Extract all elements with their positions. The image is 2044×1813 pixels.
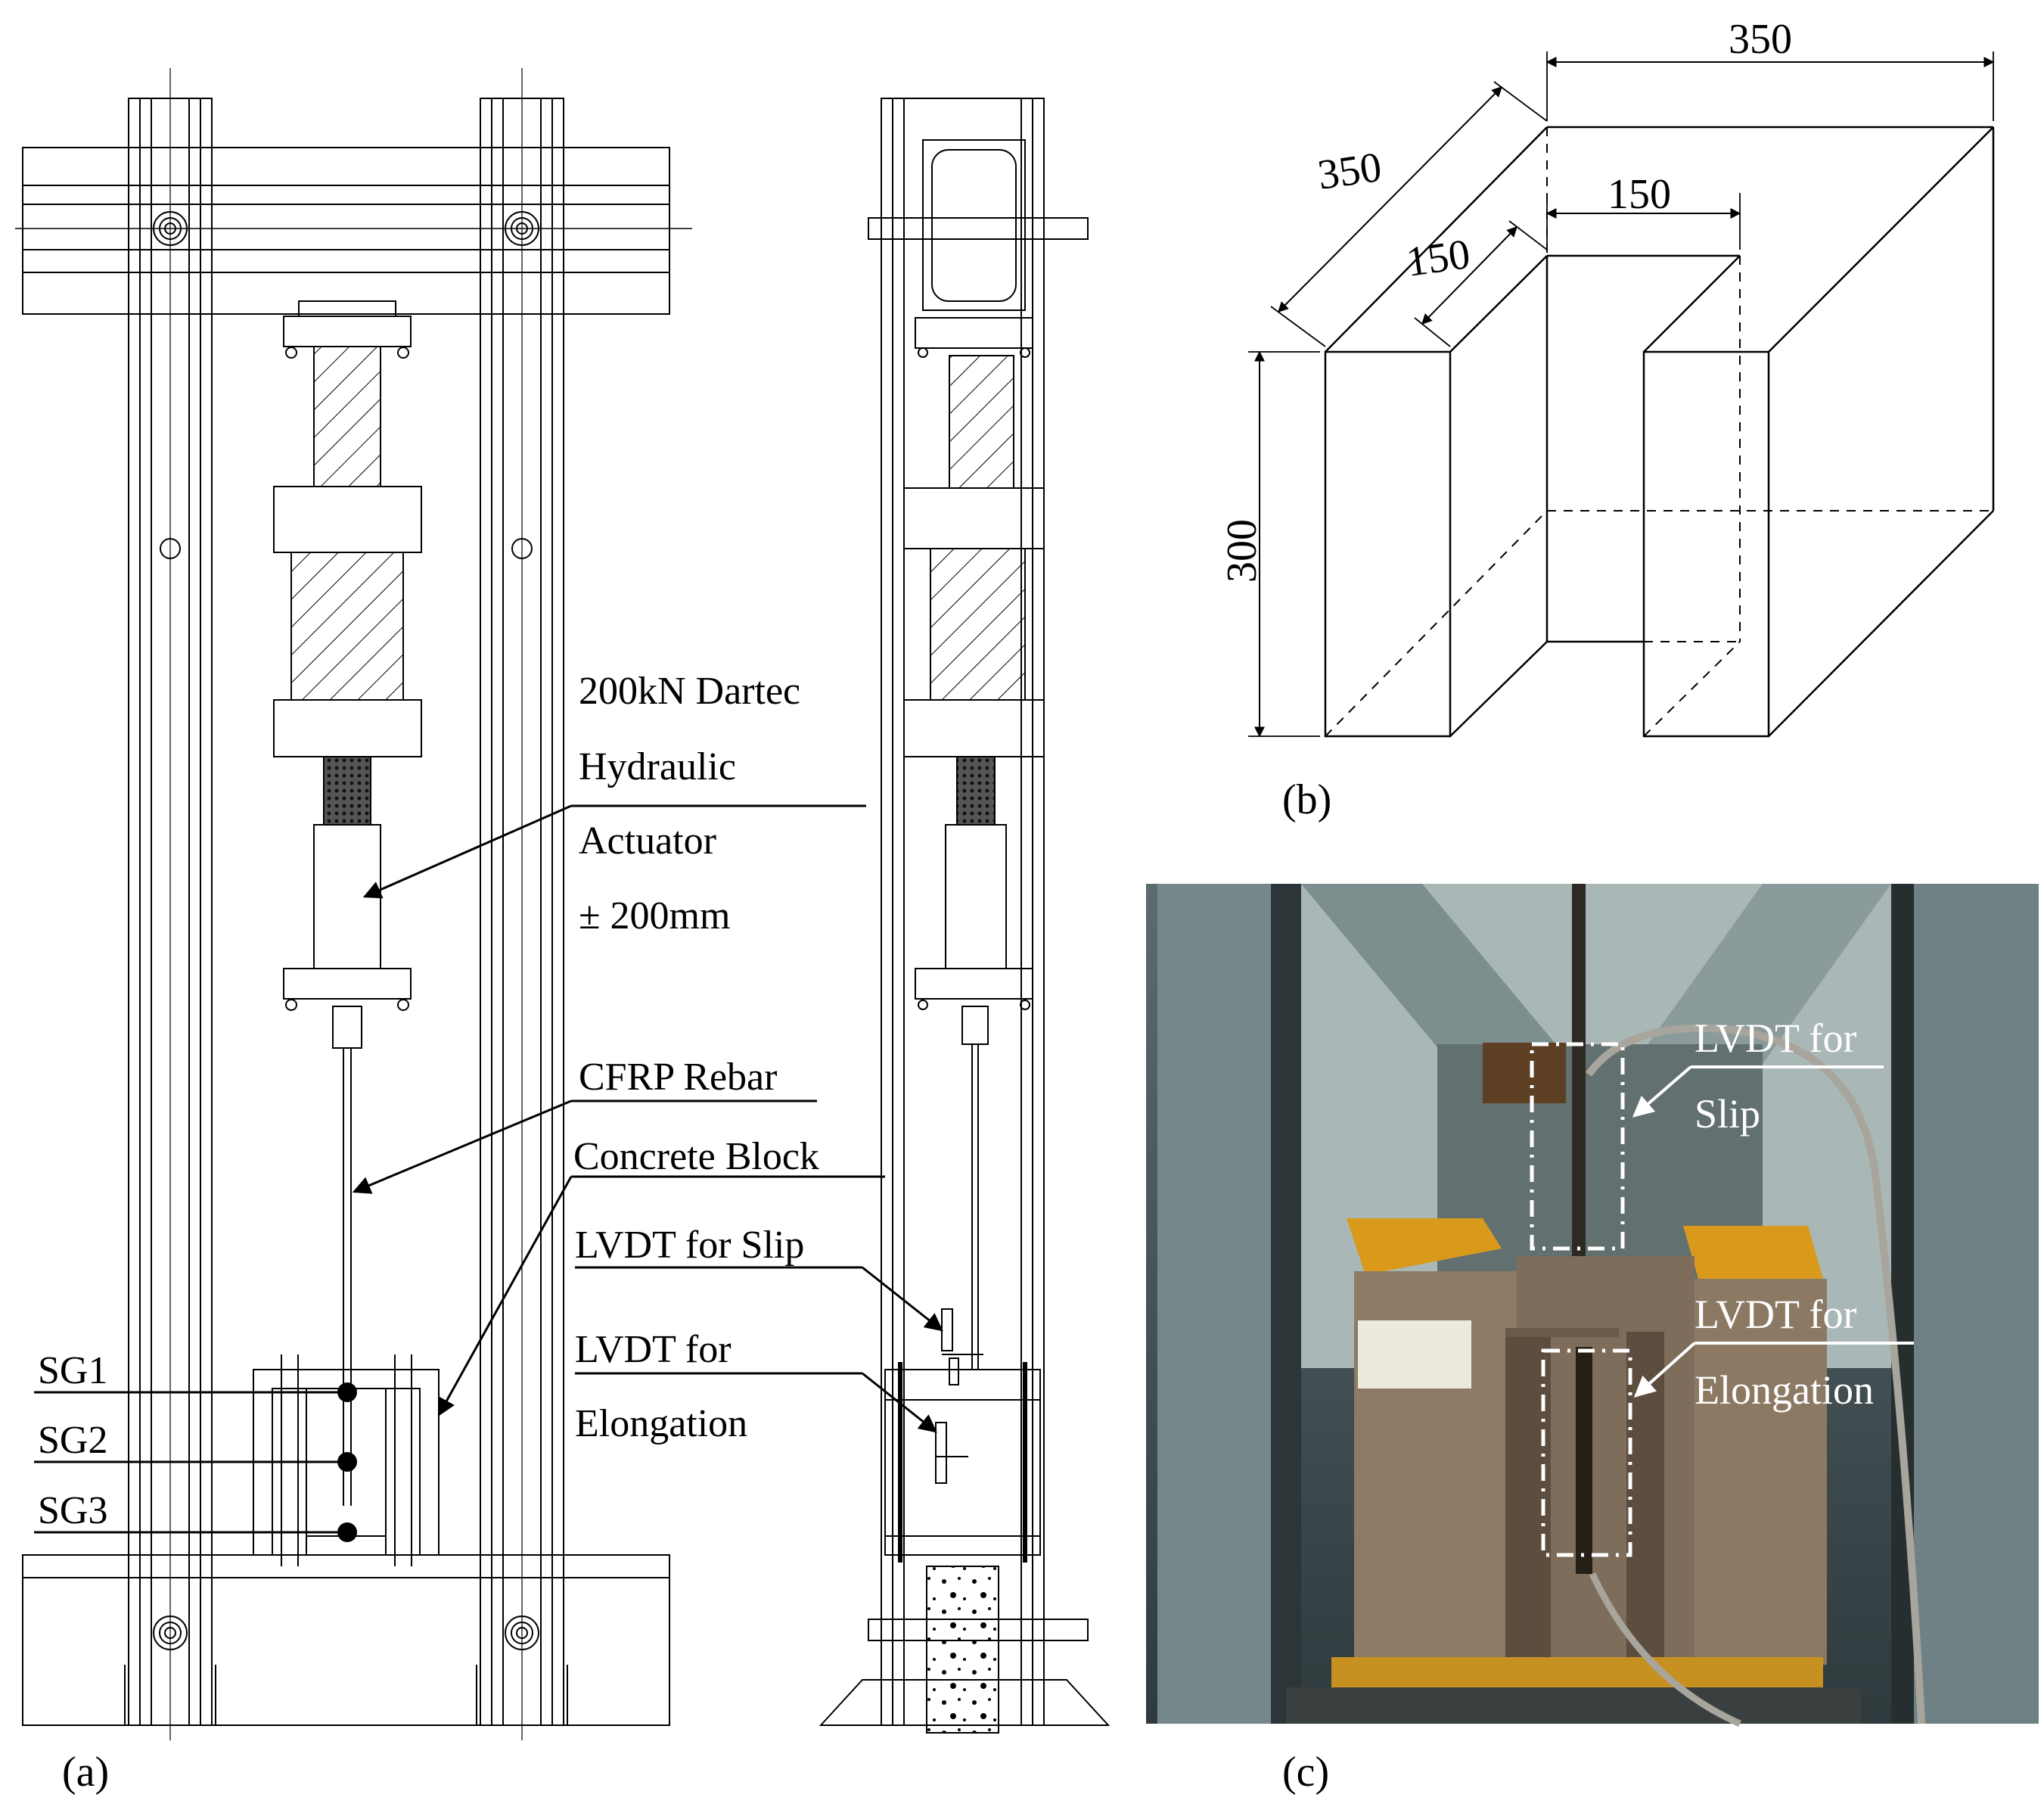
dim-slot-width-label: 150	[1608, 171, 1671, 218]
lvdt-slip-arrow	[862, 1266, 943, 1332]
actuator-label-line1: 200kN Dartec	[579, 670, 800, 713]
rebar-arrow	[352, 1099, 572, 1194]
lvdt-elong-label-line2: Elongation	[575, 1402, 747, 1445]
block-label: Concrete Block	[573, 1135, 819, 1178]
photo-highlight-boxes	[1530, 1042, 1632, 1557]
panel-c-caption: (c)	[1282, 1749, 1329, 1796]
panel-c-photograph	[1146, 884, 2039, 1727]
sg3-label: SG3	[38, 1489, 107, 1532]
sg1-label: SG1	[38, 1349, 107, 1392]
actuator-label-line4: ± 200mm	[579, 894, 730, 938]
elongation-lvdt-box	[1541, 1348, 1632, 1557]
panel-a-side-elevation	[819, 98, 1111, 1734]
dim-slot-depth-label: 150	[1403, 231, 1473, 286]
photo-lvdt-slip-label-line2: Slip	[1695, 1091, 1760, 1137]
dim-height-label: 300	[1219, 519, 1266, 583]
panel-b-isometric-drawing	[1248, 51, 1995, 738]
strain-gauge-markers	[34, 1382, 357, 1542]
sg2-label: SG2	[38, 1419, 107, 1462]
panel-a-caption: (a)	[62, 1749, 109, 1796]
actuator-arrow	[362, 804, 572, 899]
dim-width-label: 350	[1729, 16, 1792, 63]
actuator-label-line3: Actuator	[579, 819, 716, 863]
photo-lvdt-slip-label-line1: LVDT for	[1695, 1015, 1857, 1061]
panel-b-caption: (b)	[1282, 776, 1331, 823]
photo-lvdt-elong-label-line2: Elongation	[1695, 1367, 1874, 1413]
slip-lvdt-box	[1530, 1042, 1625, 1251]
lvdt-elong-arrow	[862, 1372, 937, 1433]
dim-depth-label: 350	[1315, 144, 1384, 199]
panel-c-callouts	[1632, 1065, 1914, 1398]
block-arrow	[437, 1176, 573, 1417]
photo-lvdt-elong-label-line1: LVDT for	[1695, 1292, 1857, 1337]
lvdt-slip-label: LVDT for Slip	[575, 1224, 804, 1267]
panel-a-callouts	[352, 804, 943, 1433]
actuator-label-line2: Hydraulic	[579, 745, 736, 788]
rebar-label: CFRP Rebar	[579, 1056, 777, 1099]
lvdt-elong-label-line1: LVDT for	[575, 1328, 732, 1371]
